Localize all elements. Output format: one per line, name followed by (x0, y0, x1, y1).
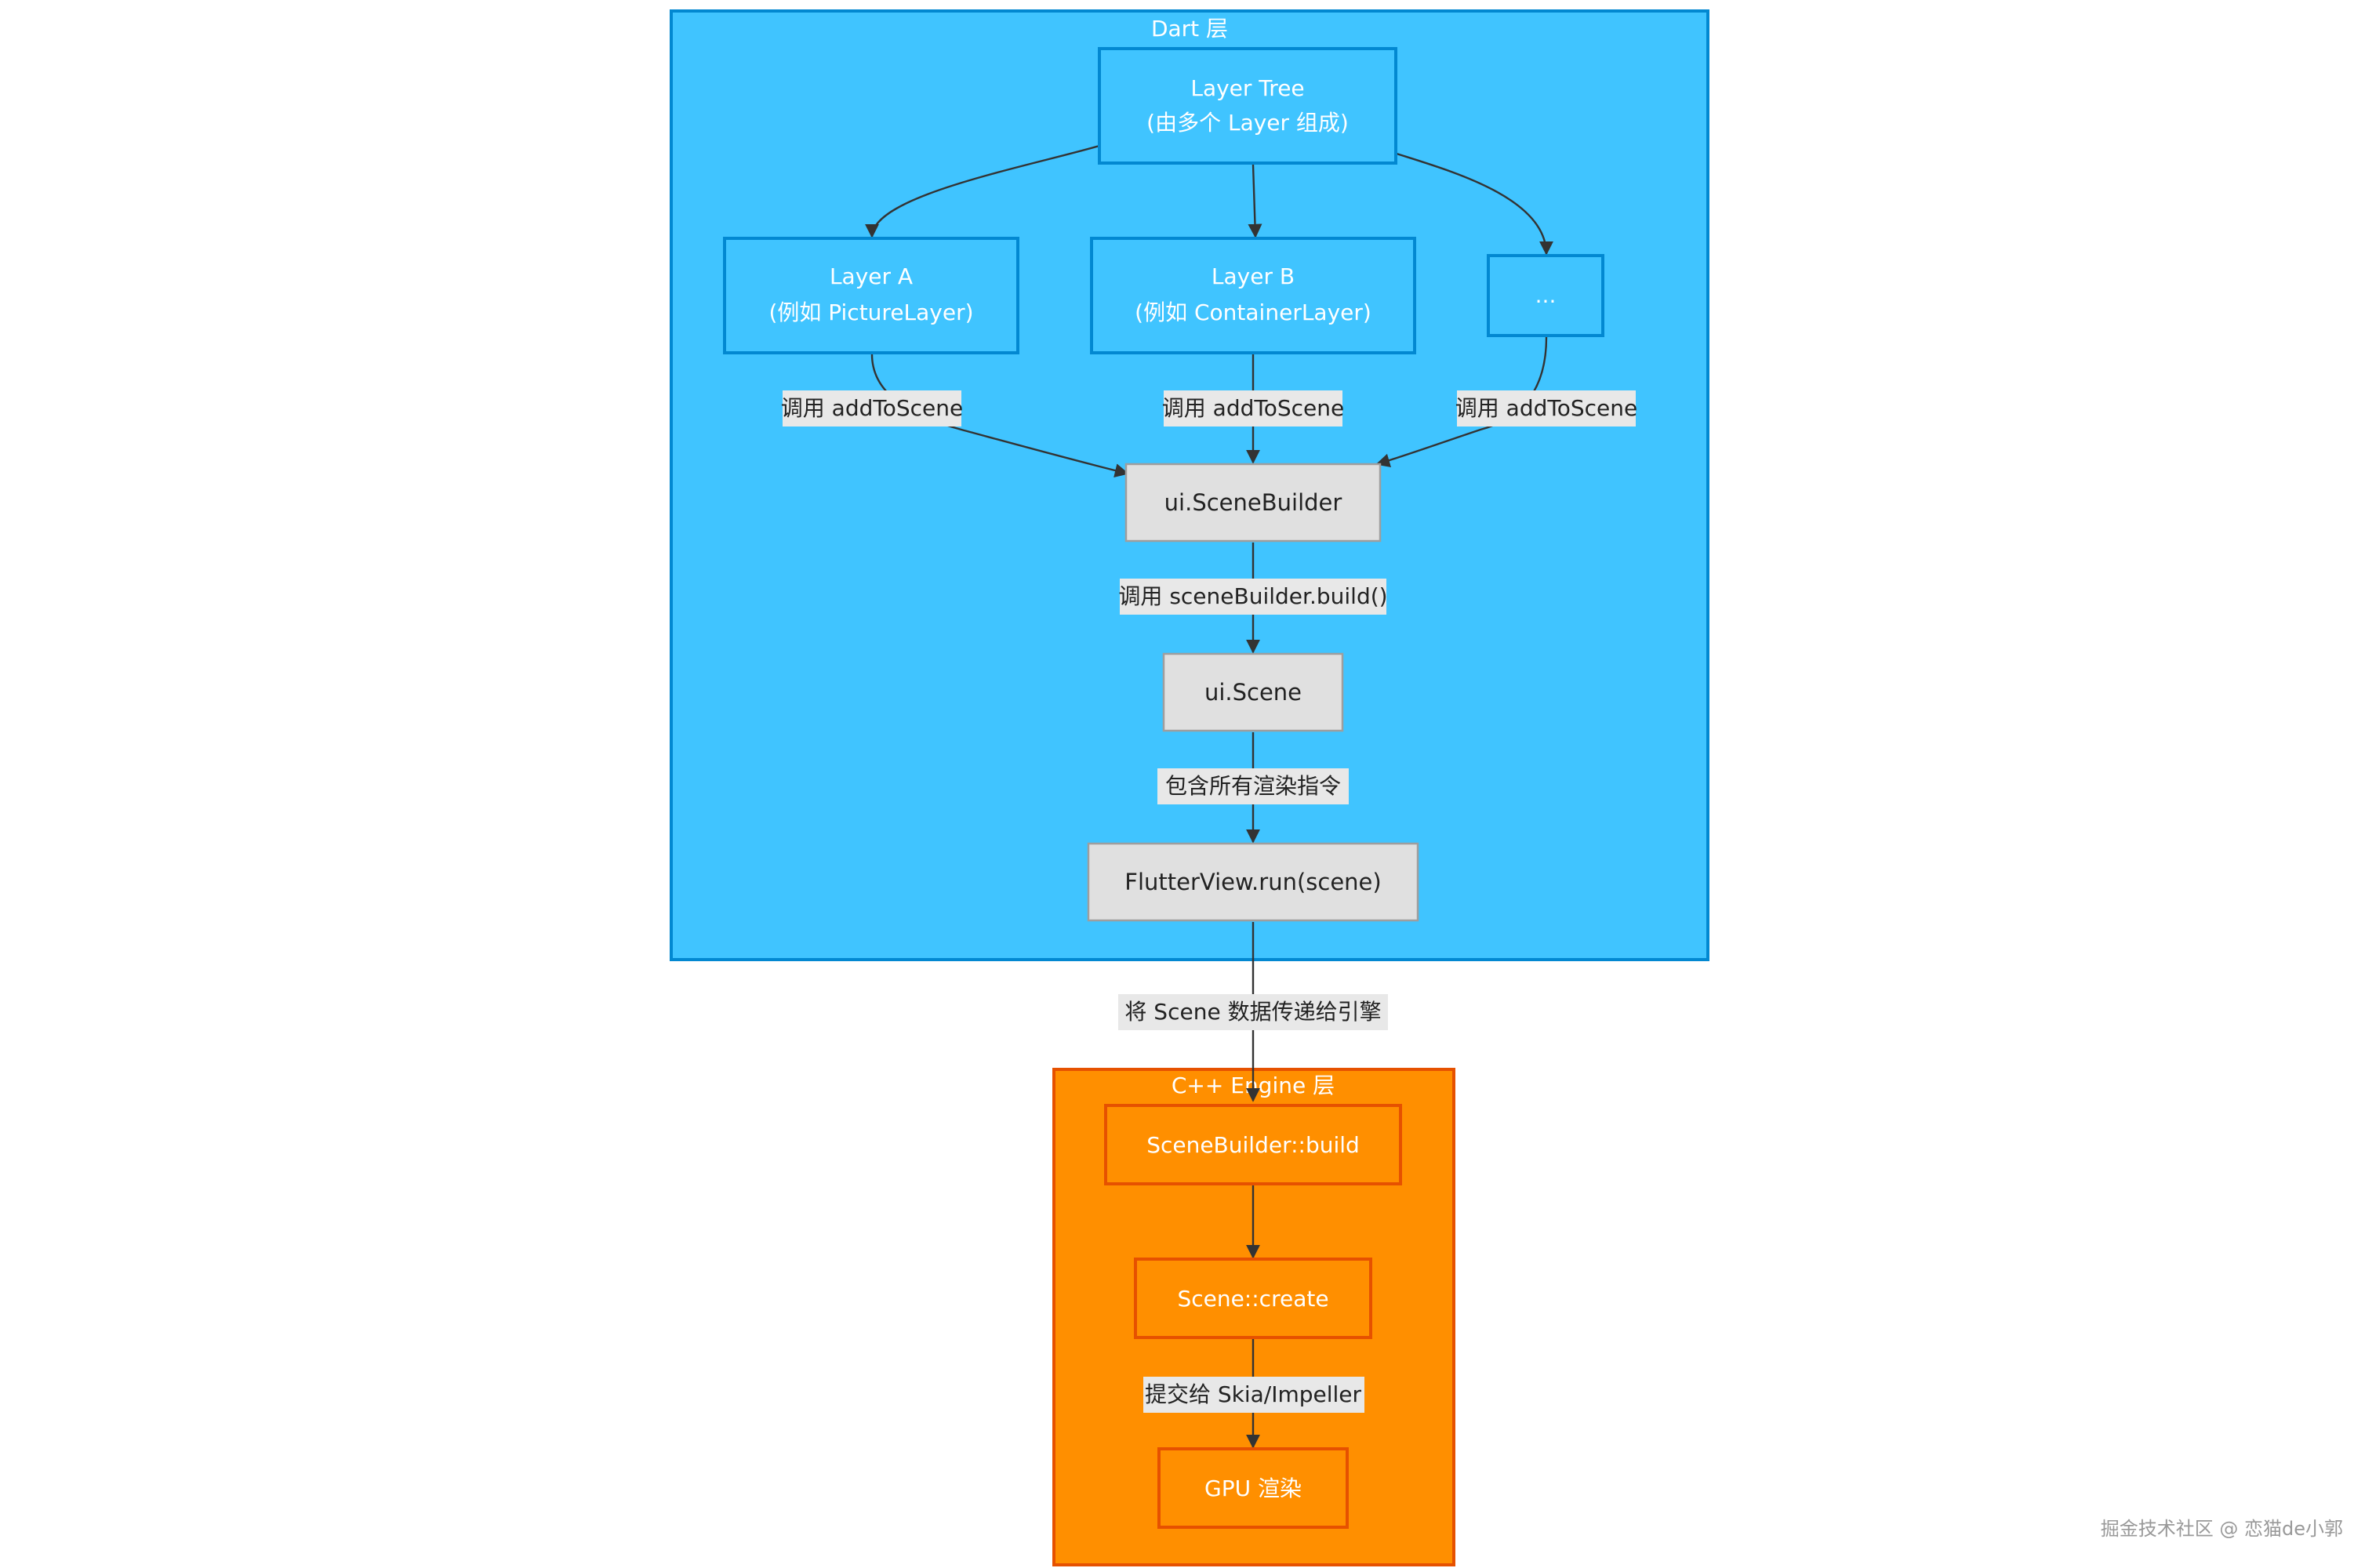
edge-label-bg (1120, 579, 1386, 615)
node-cpp-create-label: Scene::create (1177, 1286, 1328, 1312)
edge-label-bg (1164, 390, 1342, 426)
node-etc: ... (1487, 254, 1604, 337)
edge-labels: 调用 addToScene 调用 addToScene 调用 addToScen… (781, 390, 1637, 1413)
node-gpu: GPU 渲染 (1157, 1447, 1349, 1529)
edge-tree-to-layer-a (865, 144, 1100, 238)
edge-etc-to-builder (1375, 336, 1548, 468)
node-etc-label: ... (1535, 282, 1557, 308)
edge-label-view-to-engine: 将 Scene 数据传递给引擎 (1124, 999, 1381, 1025)
node-layer-b-subtitle: (例如 ContainerLayer) (1135, 299, 1371, 325)
edge-layer-a-to-builder (870, 354, 1129, 477)
group-dart-title: Dart 层 (1151, 16, 1228, 42)
edge-label-etc-to-builder: 调用 addToScene (1455, 395, 1637, 421)
node-cpp-build: SceneBuilder::build (1104, 1104, 1402, 1185)
node-layer-b-title: Layer B (1212, 263, 1295, 289)
node-scene-builder-label: ui.SceneBuilder (1164, 489, 1342, 516)
node-layer-tree-title: Layer Tree (1190, 75, 1304, 101)
edge-tree-to-layer-b (1248, 164, 1262, 238)
node-cpp-build-label: SceneBuilder::build (1146, 1132, 1360, 1158)
edge-label-a-to-builder: 调用 addToScene (781, 395, 963, 421)
node-layer-a: Layer A (例如 PictureLayer) (723, 237, 1019, 354)
edge-label-b-to-builder: 调用 addToScene (1162, 395, 1344, 421)
node-layer-b: Layer B (例如 ContainerLayer) (1090, 237, 1416, 354)
edge-label-scene-to-view: 包含所有渲染指令 (1165, 773, 1341, 799)
edge-label-bg (783, 390, 961, 426)
node-scene-label: ui.Scene (1204, 679, 1302, 706)
node-cpp-create: Scene::create (1134, 1258, 1372, 1339)
edge-label-bg (1143, 1377, 1364, 1413)
edge-label-bg (1457, 390, 1636, 426)
node-gpu-label: GPU 渲染 (1204, 1475, 1302, 1501)
node-layer-tree: Layer Tree (由多个 Layer 组成) (1098, 47, 1397, 165)
node-scene: ui.Scene (1162, 652, 1344, 732)
node-layer-a-title: Layer A (830, 263, 913, 289)
watermark: 掘金技术社区 @ 恋猫de小郭 (2101, 1518, 2343, 1540)
edge-label-builder-to-scene: 调用 sceneBuilder.build() (1118, 583, 1387, 609)
node-scene-builder: ui.SceneBuilder (1124, 463, 1382, 543)
node-flutter-view: FlutterView.run(scene) (1087, 842, 1419, 922)
edge-label-bg (1157, 768, 1349, 804)
edge-label-bg (1118, 994, 1388, 1030)
node-layer-tree-subtitle: (由多个 Layer 组成) (1146, 110, 1349, 136)
edge-tree-to-etc (1396, 152, 1553, 256)
node-layer-a-subtitle: (例如 PictureLayer) (768, 299, 973, 325)
edge-label-create-to-gpu: 提交给 Skia/Impeller (1145, 1381, 1362, 1407)
node-flutter-view-label: FlutterView.run(scene) (1124, 869, 1381, 895)
